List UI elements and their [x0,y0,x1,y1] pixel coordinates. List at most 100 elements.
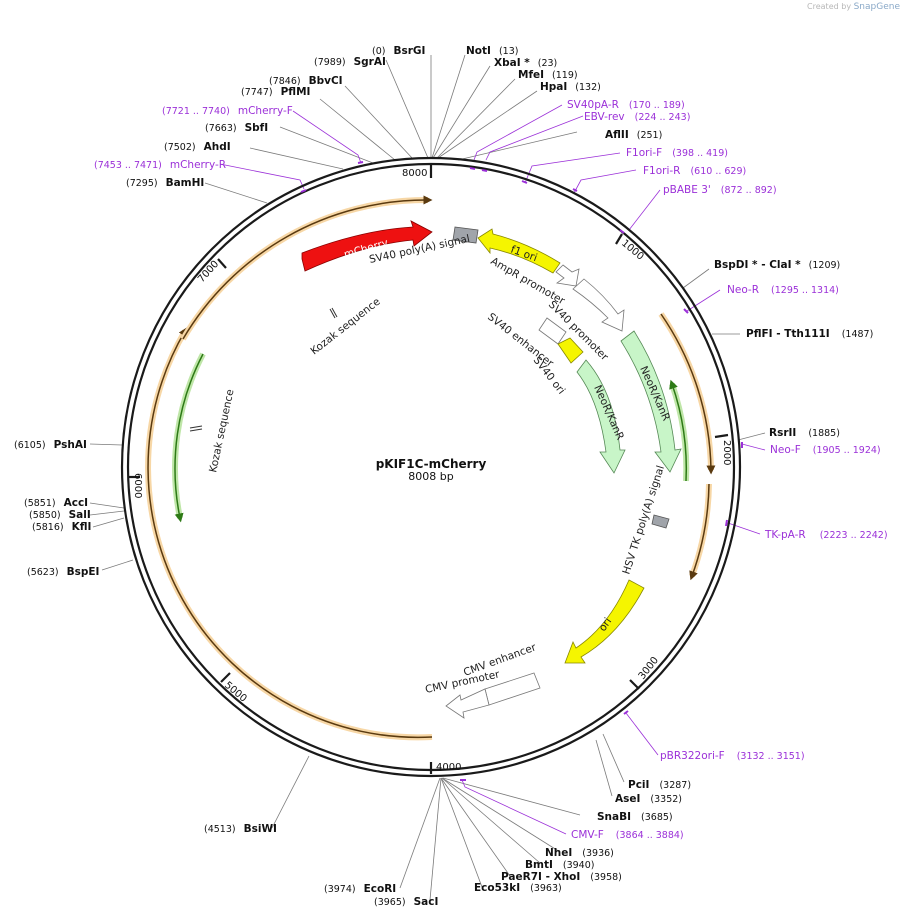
site-pos: (7747) [241,87,273,98]
site-pos: (3958) [590,872,622,883]
snapgene-credit: Created by SnapGene [807,2,900,12]
enzyme-leader-lines [89,54,766,901]
svg-text:(5623)BspEI: (5623) BspEI [27,566,99,578]
primer-name: Neo-F [770,444,801,456]
site-pos: (3963) [530,883,562,894]
svg-text:Neo-F(1905 .. 1924): Neo-F (1905 .. 1924) [770,444,881,456]
svg-text:TK-pA-R(2223 .. 2242): TK-pA-R (2223 .. 2242) [764,529,888,541]
primer-pos: (3132 .. 3151) [737,751,805,762]
site-name: SacI [414,896,439,908]
primer-name: SV40pA-R [567,99,619,111]
site-name: NotI [466,45,491,57]
primer-name: TK-pA-R [764,529,806,541]
primer-pos: (224 .. 243) [635,112,691,123]
svg-text:AflII(251): AflII(251) [605,129,662,141]
primer-pos: (3864 .. 3884) [616,830,684,841]
backbone-outer [120,156,742,778]
svg-text:SnaBI(3685): SnaBI (3685) [597,811,673,823]
site-pos: (5851) [24,498,56,509]
tick-2000: 2000 [721,440,732,465]
svg-text:(5816)KflI: (5816)KflI [32,521,91,533]
site-pos: (5850) [29,510,61,521]
svg-text:Eco53kI(3963): Eco53kI(3963) [474,882,562,894]
svg-text:BmtI(3940): BmtI(3940) [525,859,594,871]
primer-name: F1ori-F [626,147,662,159]
site-pos: (23) [538,58,558,69]
site-name: MfeI [518,69,544,81]
site-pos: (3685) [641,812,673,823]
f1-ori-feature [477,228,561,274]
svg-text:SV40pA-R(170 .. 189): SV40pA-R (170 .. 189) [567,99,685,111]
site-name: BsiWI [244,823,277,835]
svg-text:HpaI(132): HpaI (132) [540,81,601,93]
site-name: KflI [72,521,92,533]
svg-text:(7989)SgrAI: (7989)SgrAI [314,56,386,68]
primer-pos: (7453 .. 7471) [94,160,162,171]
kozak-marks [189,307,338,432]
svg-text:XbaI *(23): XbaI *(23) [494,57,557,69]
mcherry-feature [301,220,433,272]
svg-text:(6105)PshAI: (6105)PshAI [14,439,87,451]
site-pos: (7502) [164,142,196,153]
sv40-polya-feature [452,226,479,244]
site-name: BbvCI [309,75,343,87]
site-pos: (0) [372,46,385,57]
kozak-label-left: Kozak sequence [207,388,236,473]
site-name: RsrII [769,427,796,439]
site-name: SbfI [245,122,269,134]
site-name: BspEI [67,566,100,578]
site-pos: (3287) [659,780,691,791]
site-pos: (1209) [809,260,841,271]
svg-text:F1ori-F(398 .. 419): F1ori-F(398 .. 419) [626,147,728,159]
sv40-ori-feature [557,337,584,364]
primer-pos: (170 .. 189) [629,100,685,111]
site-name: SalI [69,509,91,521]
tick-6000: 6000 [132,473,143,498]
neor-kanr-outer-feature [620,330,682,473]
primer-name: mCherry-F [238,105,293,117]
svg-text:(7846)BbvCI: (7846)BbvCI [269,75,343,87]
ori-feature [564,579,645,664]
svg-text:PaeR7I - XhoI(3958): PaeR7I - XhoI(3958) [501,871,622,883]
site-pos: (1487) [842,329,874,340]
svg-text:(0)BsrGI: (0)BsrGI [372,45,425,57]
site-name: AseI [615,793,640,805]
site-name: AflII [605,129,629,141]
site-pos: (6105) [14,440,46,451]
neor-kanr-inner-feature [576,359,626,474]
site-pos: (5623) [27,567,59,578]
svg-text:(7295)BamHI: (7295) BamHI [126,177,204,189]
primer-name: F1ori-R [643,165,680,177]
primer-name: EBV-rev [584,111,625,123]
primer-leader-lines [219,104,766,835]
site-pos: (132) [575,82,601,93]
site-pos: (3936) [582,848,614,859]
svg-text:BspDI * - ClaI *(1209): BspDI * - ClaI *(1209) [714,259,840,271]
svg-text:(5850)SalI: (5850) SalI [29,509,91,521]
svg-text:NheI(3936): NheI (3936) [545,847,614,859]
site-name: BamHI [166,177,205,189]
plasmid-name: pKIF1C-mCherry [376,457,487,471]
orf-arcs [145,195,716,741]
site-name: SnaBI [597,811,631,823]
primer-labels: SV40pA-R (170 .. 189) EBV-rev (224 .. 243)… [94,99,888,841]
svg-text:(5851)AccI: (5851)AccI [24,497,88,509]
primer-pos: (2223 .. 2242) [820,530,888,541]
svg-text:pBR322ori-F(3132 .. 3151): pBR322ori-F(3132 .. 3151) [660,750,805,762]
scale-ticks [128,165,729,774]
svg-text:PciI(3287): PciI(3287) [628,779,691,791]
site-name: EcoRI [364,883,397,895]
site-pos: (7295) [126,178,158,189]
svg-text:RsrII(1885): RsrII(1885) [769,427,840,439]
ampr-promoter-feature [555,264,580,287]
site-name: NheI [545,847,572,859]
site-pos: (7989) [314,57,346,68]
site-name: PflMI [281,86,311,98]
svg-text:(4513)BsiWI: (4513) BsiWI [204,823,277,835]
site-name: HpaI [540,81,567,93]
site-pos: (4513) [204,824,236,835]
site-pos: (13) [499,46,519,57]
site-name: BmtI [525,859,553,871]
primer-pos: (1905 .. 1924) [813,445,881,456]
